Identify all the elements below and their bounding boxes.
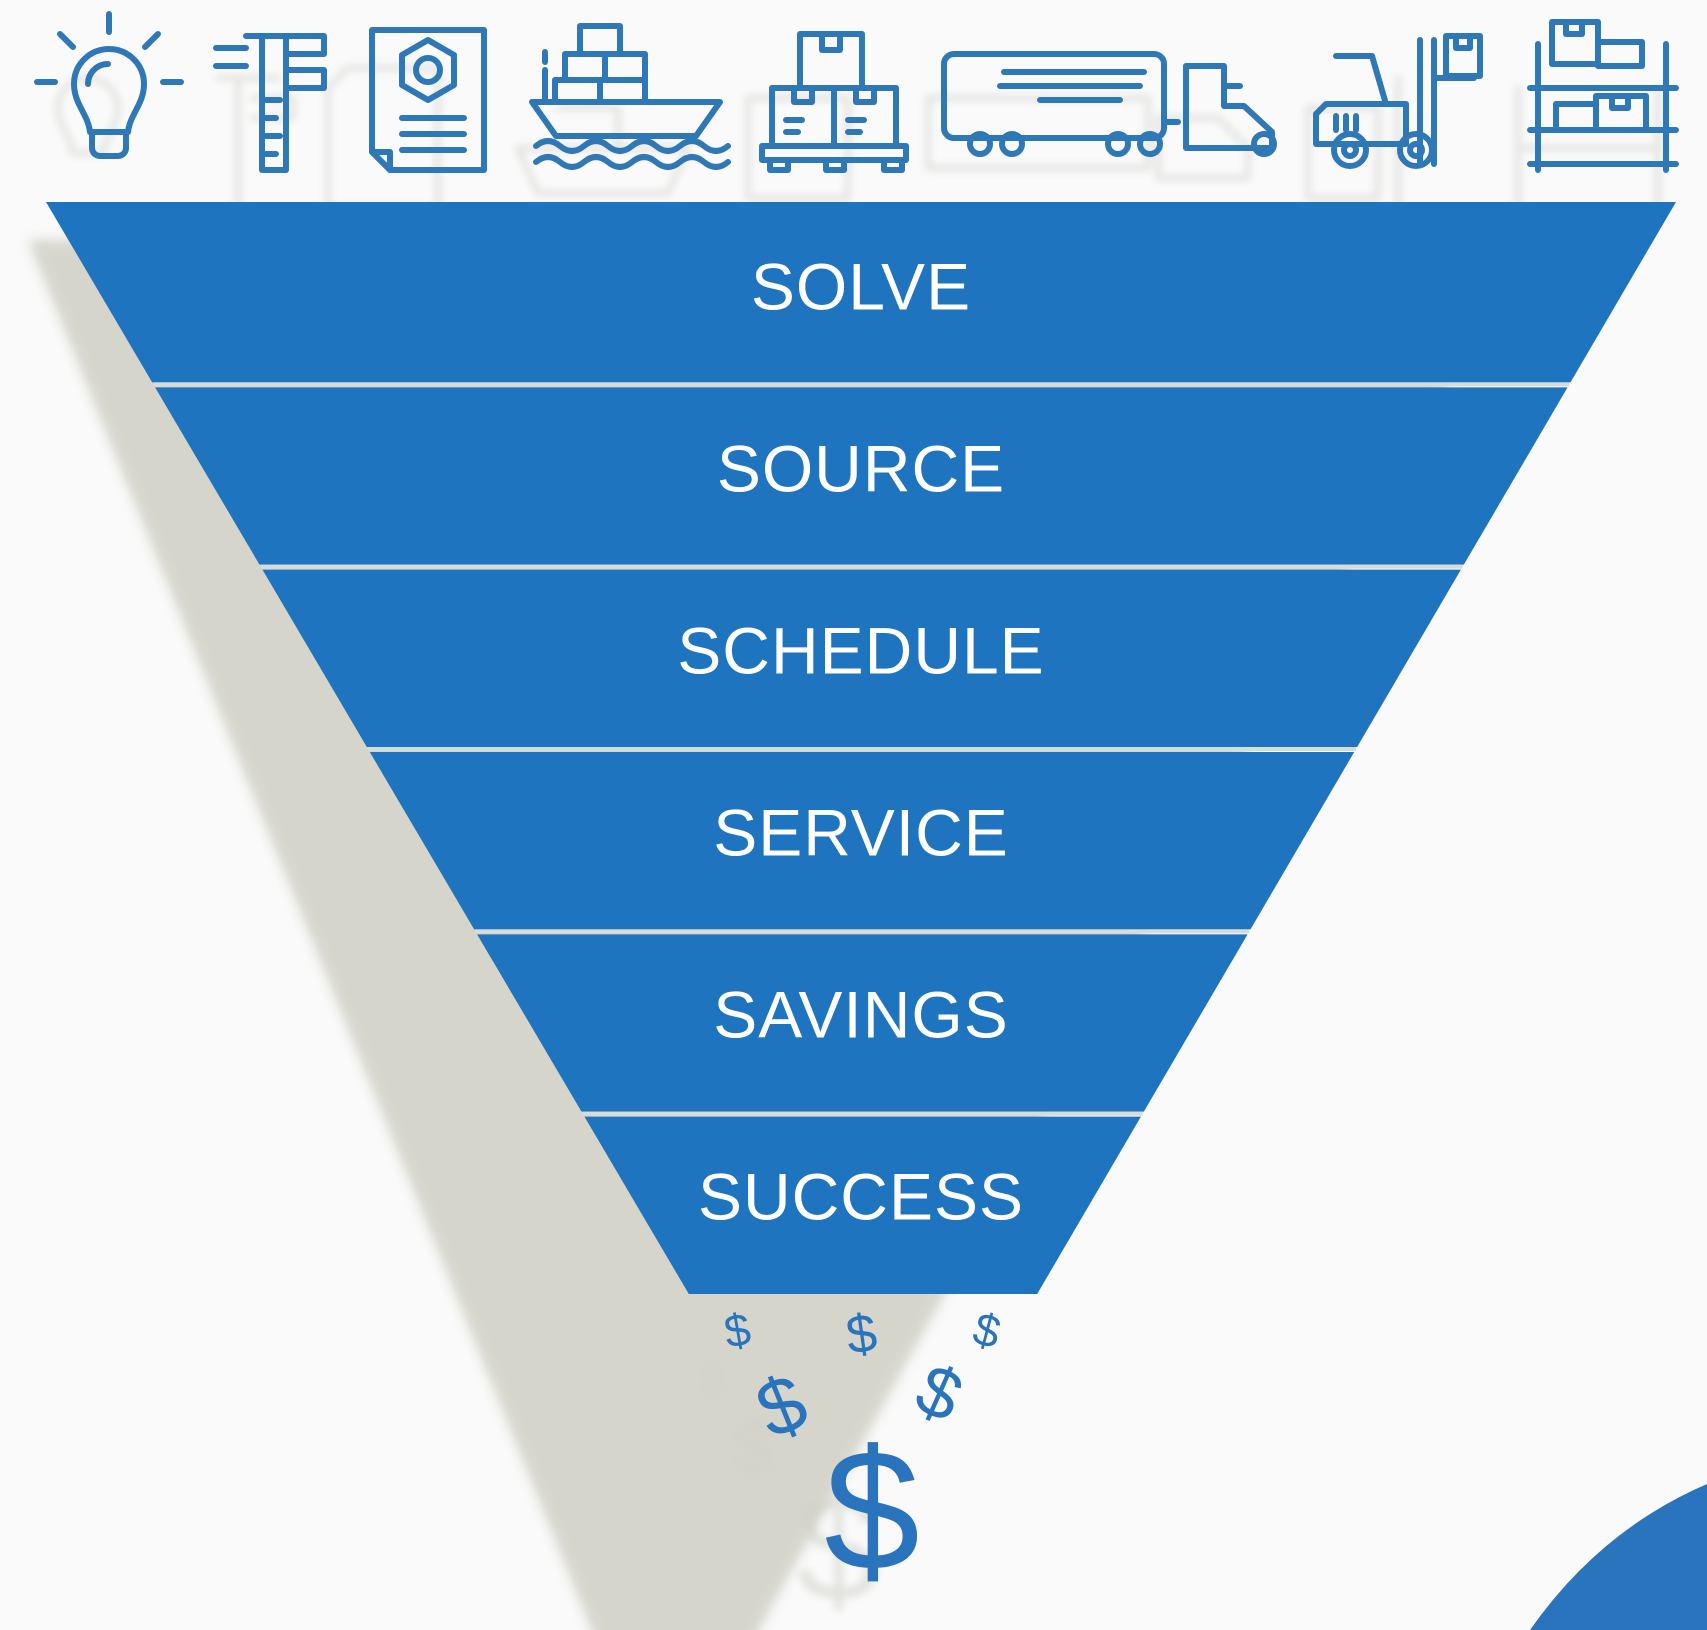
funnel-bands	[46, 202, 1676, 1294]
semi-truck-icon	[941, 51, 1277, 157]
caliper-icon	[213, 33, 327, 173]
cargo-ship-icon	[529, 23, 731, 170]
corner-accent	[1530, 1484, 1707, 1630]
funnel-band-success	[584, 1116, 1141, 1294]
funnel-band-service	[369, 752, 1355, 930]
dollar-sign-small-right: $	[968, 1302, 1006, 1359]
dollar-signs: $ $ $ $ $ $	[720, 1302, 1006, 1607]
dollar-shadow: $	[796, 1464, 879, 1630]
funnel-band-source	[155, 387, 1568, 565]
dollar-signs-shadow: $ $ $	[700, 1355, 880, 1630]
lightbulb-icon	[34, 11, 184, 159]
warehouse-shelf-icon	[1527, 19, 1679, 173]
funnel-band-savings	[477, 934, 1248, 1112]
stage-label-solve: SOLVE	[751, 249, 971, 323]
funnel-labels: SOLVE SOURCE SCHEDULE SERVICE SAVINGS SU…	[677, 249, 1044, 1233]
forklift-icon	[1313, 33, 1483, 169]
dollar-sign-large: $	[824, 1414, 920, 1606]
hex-nut-document-icon	[369, 27, 487, 173]
stage-label-service: SERVICE	[713, 795, 1009, 869]
icon-row	[34, 11, 1679, 211]
funnel-band-solve	[46, 202, 1676, 383]
stage-label-schedule: SCHEDULE	[677, 613, 1044, 687]
dollar-shadow: $	[733, 1405, 774, 1488]
stage-label-source: SOURCE	[717, 431, 1005, 505]
dollar-shadow: $	[700, 1355, 724, 1404]
stage-label-savings: SAVINGS	[713, 977, 1009, 1051]
pallet-boxes-icon	[759, 31, 909, 173]
funnel-band-schedule	[262, 569, 1461, 747]
stage-label-success: SUCCESS	[698, 1159, 1024, 1233]
